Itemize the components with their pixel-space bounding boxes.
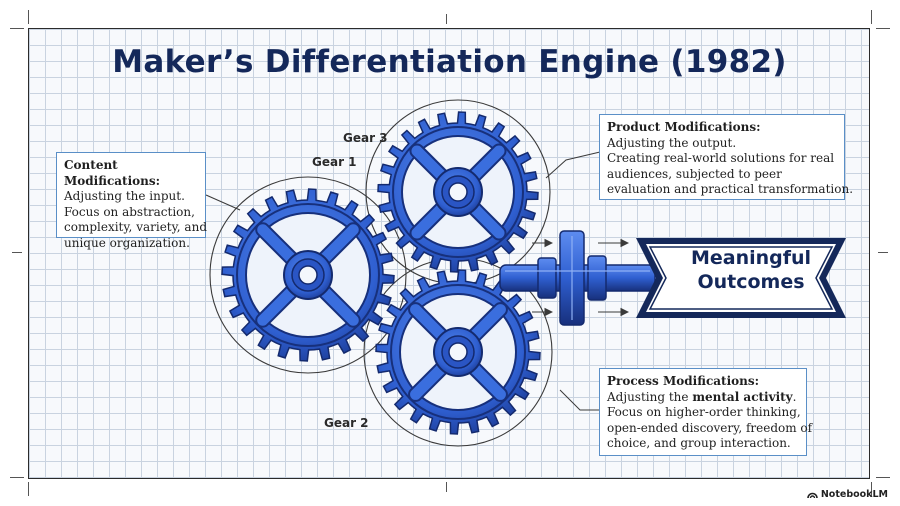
gear-1-label: Gear 1 [312, 155, 357, 169]
process-line-1-emphasis: mental activity [692, 389, 793, 404]
gear-2 [375, 269, 541, 435]
crop-mark [10, 477, 24, 478]
shaft-collar [587, 255, 607, 301]
outcome-line-1: Meaningful [690, 247, 812, 269]
crop-mark [871, 10, 872, 24]
process-modifications-box: Process Modifications: Adjusting the men… [599, 368, 813, 456]
content-modifications-box: Content Modifications: Adjusting the inp… [56, 152, 207, 250]
banner-inner [646, 244, 836, 312]
gear-3 [377, 111, 539, 273]
page-title: Maker’s Differentiation Engine (1982) [112, 44, 787, 80]
gear-1-outline [209, 176, 407, 374]
content-line: Focus on abstraction, [64, 204, 195, 219]
crop-mark [12, 252, 22, 253]
crop-mark [871, 482, 872, 496]
crop-mark [876, 28, 890, 29]
product-heading: Product Modifications: [607, 120, 761, 134]
gear-group [221, 111, 541, 435]
gear-2-rim [390, 284, 526, 420]
outcome-banner [636, 238, 846, 318]
brand-mark: NotebookLM [807, 489, 888, 500]
product-line: Adjusting the output. [607, 135, 737, 150]
outcome-label: Meaningful Outcomes [676, 246, 826, 294]
crop-mark [878, 252, 888, 253]
gear-1-axle-hole [298, 265, 318, 285]
gear-3-rim [392, 126, 524, 258]
notebooklm-logo-icon [807, 492, 818, 499]
product-line: evaluation and practical transformation. [607, 182, 854, 196]
gear-1-rim [236, 203, 380, 347]
process-line: Focus on higher-order thinking, [607, 405, 801, 419]
crop-mark [28, 482, 29, 496]
content-line: Adjusting the input. [64, 189, 185, 203]
process-line: choice, and group interaction. [607, 436, 791, 450]
crop-mark [446, 482, 447, 492]
outcome-line-2: Outcomes [697, 271, 805, 293]
gear-3-axle-hole [448, 182, 468, 202]
shaft-collar [537, 257, 557, 299]
gear-2-axle-hole [448, 342, 468, 362]
content-line: unique organization. [64, 235, 190, 250]
output-shaft [499, 230, 656, 326]
process-line-1-suffix: . [792, 389, 797, 404]
process-heading: Process Modifications: [607, 374, 760, 388]
product-line: Creating real-world solutions for real [607, 151, 835, 165]
process-line: open-ended discovery, freedom of [607, 420, 813, 435]
crop-mark [876, 477, 890, 478]
leader-lines [205, 151, 601, 411]
gear-2-label: Gear 2 [324, 416, 369, 430]
crop-mark [28, 10, 29, 24]
gear-3-label: Gear 3 [343, 131, 388, 145]
process-line-1-prefix: Adjusting the [607, 389, 693, 404]
leader-product [545, 151, 601, 179]
brand-name: NotebookLM [820, 489, 888, 500]
product-modifications-box: Product Modifications: Adjusting the out… [599, 114, 854, 200]
crop-mark [10, 28, 24, 29]
flow-arrows [532, 238, 630, 317]
product-line: audiences, subjected to peer [607, 166, 782, 181]
crop-mark [446, 14, 447, 24]
leader-process [559, 389, 600, 411]
content-line: complexity, variety, and [64, 220, 207, 234]
leader-content [205, 194, 241, 211]
gear-1 [221, 188, 395, 362]
process-line-1: Adjusting the mental activity. [607, 390, 799, 406]
content-heading: Content Modifications: [64, 158, 161, 188]
